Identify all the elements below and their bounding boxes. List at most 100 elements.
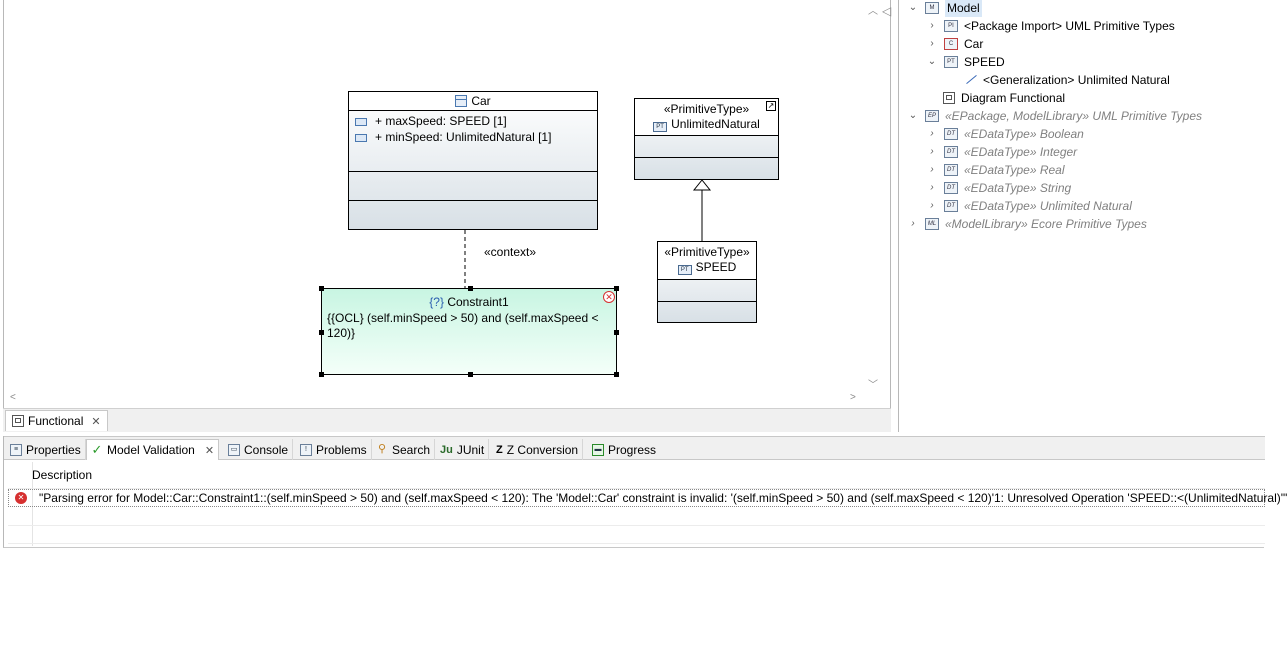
car-attributes-compartment[interactable]: + maxSpeed: SPEED [1] + minSpeed: Unlimi…: [349, 111, 597, 171]
tree-item-string[interactable]: › DT «EDataType» String: [926, 179, 1071, 197]
edatatype-icon: DT: [944, 146, 958, 158]
resize-handle[interactable]: [614, 372, 619, 377]
primitive-type-icon: PT: [677, 265, 692, 275]
tree-item-package-import[interactable]: › PI <Package Import> UML Primitive Type…: [926, 17, 1174, 35]
chevron-down-icon[interactable]: ﹀: [868, 380, 878, 391]
tree-item-label: «EDataType» Unlimited Natural: [964, 199, 1132, 213]
tab-search[interactable]: ⚲ Search: [372, 439, 436, 460]
constraint-name: Constraint1: [447, 295, 509, 309]
tree-item-speed[interactable]: ⌄ PT SPEED: [926, 53, 1005, 71]
package-import-icon: PI: [944, 20, 958, 32]
close-icon[interactable]: ✕: [91, 415, 101, 428]
table-row[interactable]: ✕ "Parsing error for Model::Car::Constra…: [8, 489, 1287, 507]
tree-item-label: «EDataType» Boolean: [964, 127, 1084, 141]
chevron-right-icon[interactable]: ›: [930, 164, 934, 175]
chevron-left-icon[interactable]: <: [10, 392, 16, 403]
tree-item-real[interactable]: › DT «EDataType» Real: [926, 161, 1064, 179]
unlimited-natural-attr-compartment[interactable]: [635, 135, 778, 157]
resize-handle[interactable]: [468, 286, 473, 291]
resize-handle[interactable]: [614, 330, 619, 335]
constraint-node[interactable]: {?} Constraint1 {{OCL} (self.minSpeed > …: [319, 286, 619, 377]
chevron-down-icon[interactable]: ⌄: [927, 56, 937, 67]
tree-item-unlimited-natural[interactable]: › DT «EDataType» Unlimited Natural: [926, 197, 1132, 215]
tree-item-label: Diagram Functional: [961, 91, 1066, 105]
column-header-description[interactable]: Description: [32, 468, 93, 482]
tree-item-uml-primitive-types[interactable]: ⌄ EP «EPackage, ModelLibrary» UML Primit…: [907, 107, 1202, 125]
edatatype-icon: DT: [944, 182, 958, 194]
resize-handle[interactable]: [319, 330, 324, 335]
collapse-palette-icon[interactable]: ◁: [882, 4, 892, 18]
property-icon: [355, 118, 367, 126]
resize-handle[interactable]: [319, 286, 324, 291]
speed-type-name: SPEED: [695, 260, 737, 274]
chevron-up-icon[interactable]: ︿: [868, 6, 878, 17]
car-operations-compartment[interactable]: [349, 171, 597, 200]
chevron-right-icon[interactable]: ›: [911, 218, 915, 229]
tab-properties[interactable]: ≡ Properties: [6, 439, 86, 460]
car-class-header: Car: [349, 92, 597, 111]
tab-label: Search: [392, 442, 431, 457]
chevron-right-icon[interactable]: ›: [930, 182, 934, 193]
tree-item-boolean[interactable]: › DT «EDataType» Boolean: [926, 125, 1084, 143]
diagram-editor: «context» Car + maxSpeed: SPEED [1] + mi…: [3, 0, 891, 432]
check-icon: ✓: [91, 442, 103, 457]
tree-item-generalization[interactable]: <Generalization> Unlimited Natural: [963, 71, 1170, 89]
diagram-icon: [943, 92, 955, 104]
attribute-row[interactable]: + minSpeed: UnlimitedNatural [1]: [349, 129, 597, 145]
unlimited-natural-op-compartment[interactable]: [635, 157, 778, 179]
edatatype-icon: DT: [944, 164, 958, 176]
search-icon: ⚲: [377, 442, 387, 455]
tree-item-label: SPEED: [964, 55, 1005, 69]
chevron-down-icon[interactable]: ⌄: [908, 110, 918, 121]
chevron-down-icon[interactable]: ⌄: [908, 2, 918, 13]
tree-item-diagram-functional[interactable]: Diagram Functional: [943, 89, 1065, 107]
chevron-right-icon[interactable]: ›: [930, 146, 934, 157]
resize-handle[interactable]: [319, 372, 324, 377]
error-marker-icon[interactable]: ✕: [603, 291, 615, 303]
stereotype-label: «PrimitiveType»: [664, 245, 750, 259]
tab-problems[interactable]: ! Problems: [296, 439, 372, 460]
chevron-right-icon[interactable]: ›: [930, 128, 934, 139]
resize-handle[interactable]: [468, 372, 473, 377]
diagram-connectors: [464, 179, 712, 288]
close-icon[interactable]: ✕: [204, 444, 215, 457]
junit-icon: Ju: [440, 443, 453, 456]
problems-icon: !: [300, 443, 312, 456]
speed-op-compartment[interactable]: [658, 301, 756, 322]
model-icon: M: [925, 2, 939, 14]
constraint-language-badge: {?}: [429, 295, 444, 309]
model-library-icon: ML: [925, 218, 939, 230]
tab-z-conversion[interactable]: Z Z Conversion: [492, 439, 584, 460]
chevron-right-icon[interactable]: >: [850, 392, 856, 403]
car-class-node[interactable]: Car + maxSpeed: SPEED [1] + minSpeed: Un…: [348, 91, 598, 230]
context-label: «context»: [484, 245, 537, 259]
stereotype-label: «PrimitiveType»: [663, 102, 750, 116]
attribute-row[interactable]: + maxSpeed: SPEED [1]: [349, 113, 597, 129]
constraint-body[interactable]: {{OCL} (self.minSpeed > 50) and (self.ma…: [322, 309, 616, 343]
speed-attr-compartment[interactable]: [658, 279, 756, 301]
chevron-right-icon[interactable]: ›: [930, 20, 934, 31]
vertical-scrollbar[interactable]: ︿ ﹀: [864, 0, 886, 392]
car-nested-compartment[interactable]: [349, 200, 597, 228]
tree-item-car[interactable]: › C Car: [926, 35, 983, 53]
attribute-label: + maxSpeed: SPEED [1]: [375, 114, 507, 128]
tree-item-model[interactable]: ⌄ M Model: [907, 0, 982, 17]
tab-functional[interactable]: Functional ✕: [5, 410, 108, 431]
tab-progress[interactable]: ▬ Progress: [588, 439, 660, 460]
resize-handle[interactable]: [614, 286, 619, 291]
editor-tab-bar: Functional ✕: [3, 408, 891, 432]
generalization-arrowhead: [692, 179, 712, 191]
tree-item-ecore-primitive-types[interactable]: › ML «ModelLibrary» Ecore Primitive Type…: [907, 215, 1147, 233]
tree-item-label: <Generalization> Unlimited Natural: [983, 73, 1170, 87]
chevron-right-icon[interactable]: ›: [930, 200, 934, 211]
tab-console[interactable]: ▭ Console: [224, 439, 294, 460]
tab-junit[interactable]: Ju JUnit: [436, 439, 490, 460]
tree-item-integer[interactable]: › DT «EDataType» Integer: [926, 143, 1077, 161]
diagram-canvas[interactable]: «context» Car + maxSpeed: SPEED [1] + mi…: [4, 0, 864, 392]
tab-model-validation[interactable]: ✓ Model Validation ✕: [86, 439, 220, 460]
chevron-right-icon[interactable]: ›: [930, 38, 934, 49]
horizontal-scrollbar[interactable]: < >: [4, 392, 864, 406]
